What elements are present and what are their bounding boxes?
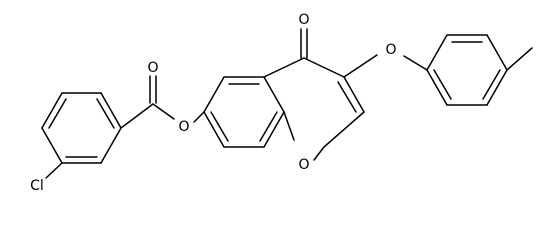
bond bbox=[100, 92, 122, 129]
bond bbox=[486, 34, 508, 71]
double-bond-inner bbox=[48, 98, 67, 129]
bond bbox=[193, 111, 205, 123]
bond bbox=[303, 57, 345, 78]
tolyl-ring bbox=[426, 34, 508, 106]
bond bbox=[203, 76, 225, 113]
chlorophenyl-ring bbox=[41, 92, 122, 164]
bond bbox=[203, 111, 225, 148]
bond bbox=[100, 127, 122, 164]
bond bbox=[323, 111, 365, 148]
bond bbox=[41, 92, 63, 129]
bond bbox=[152, 103, 175, 120]
bond bbox=[403, 55, 428, 71]
bond bbox=[263, 111, 285, 148]
ether-oxygen-label: O bbox=[385, 42, 396, 58]
molecule-structure: Cl O O O O O bbox=[30, 12, 533, 194]
double-bond-inner bbox=[259, 111, 278, 142]
bond bbox=[343, 54, 378, 78]
ester-oxygen-label: O bbox=[178, 119, 189, 135]
bond bbox=[426, 69, 448, 106]
bond bbox=[343, 76, 365, 113]
double-bond-inner bbox=[210, 111, 229, 142]
bond bbox=[486, 69, 508, 106]
bond bbox=[283, 111, 295, 141]
bond bbox=[41, 127, 63, 164]
ring-oxygen-label: O bbox=[298, 157, 309, 173]
bond bbox=[120, 103, 154, 129]
chromone-benzo-ring bbox=[203, 76, 285, 148]
pyranone-ring bbox=[263, 57, 365, 161]
bond-methyl bbox=[506, 47, 533, 71]
bond-c-cl bbox=[45, 162, 63, 179]
double-bond-inner bbox=[96, 98, 115, 129]
chlorine-label: Cl bbox=[30, 178, 44, 194]
bond bbox=[426, 34, 448, 71]
double-bond-inner bbox=[337, 81, 357, 113]
ester-carbonyl-oxygen-label: O bbox=[147, 60, 158, 76]
double-bond-inner bbox=[433, 69, 452, 100]
bond bbox=[263, 76, 285, 113]
ketone-oxygen-label: O bbox=[298, 12, 309, 28]
bond bbox=[313, 146, 325, 161]
bond bbox=[263, 57, 305, 78]
double-bond-inner bbox=[482, 69, 501, 100]
